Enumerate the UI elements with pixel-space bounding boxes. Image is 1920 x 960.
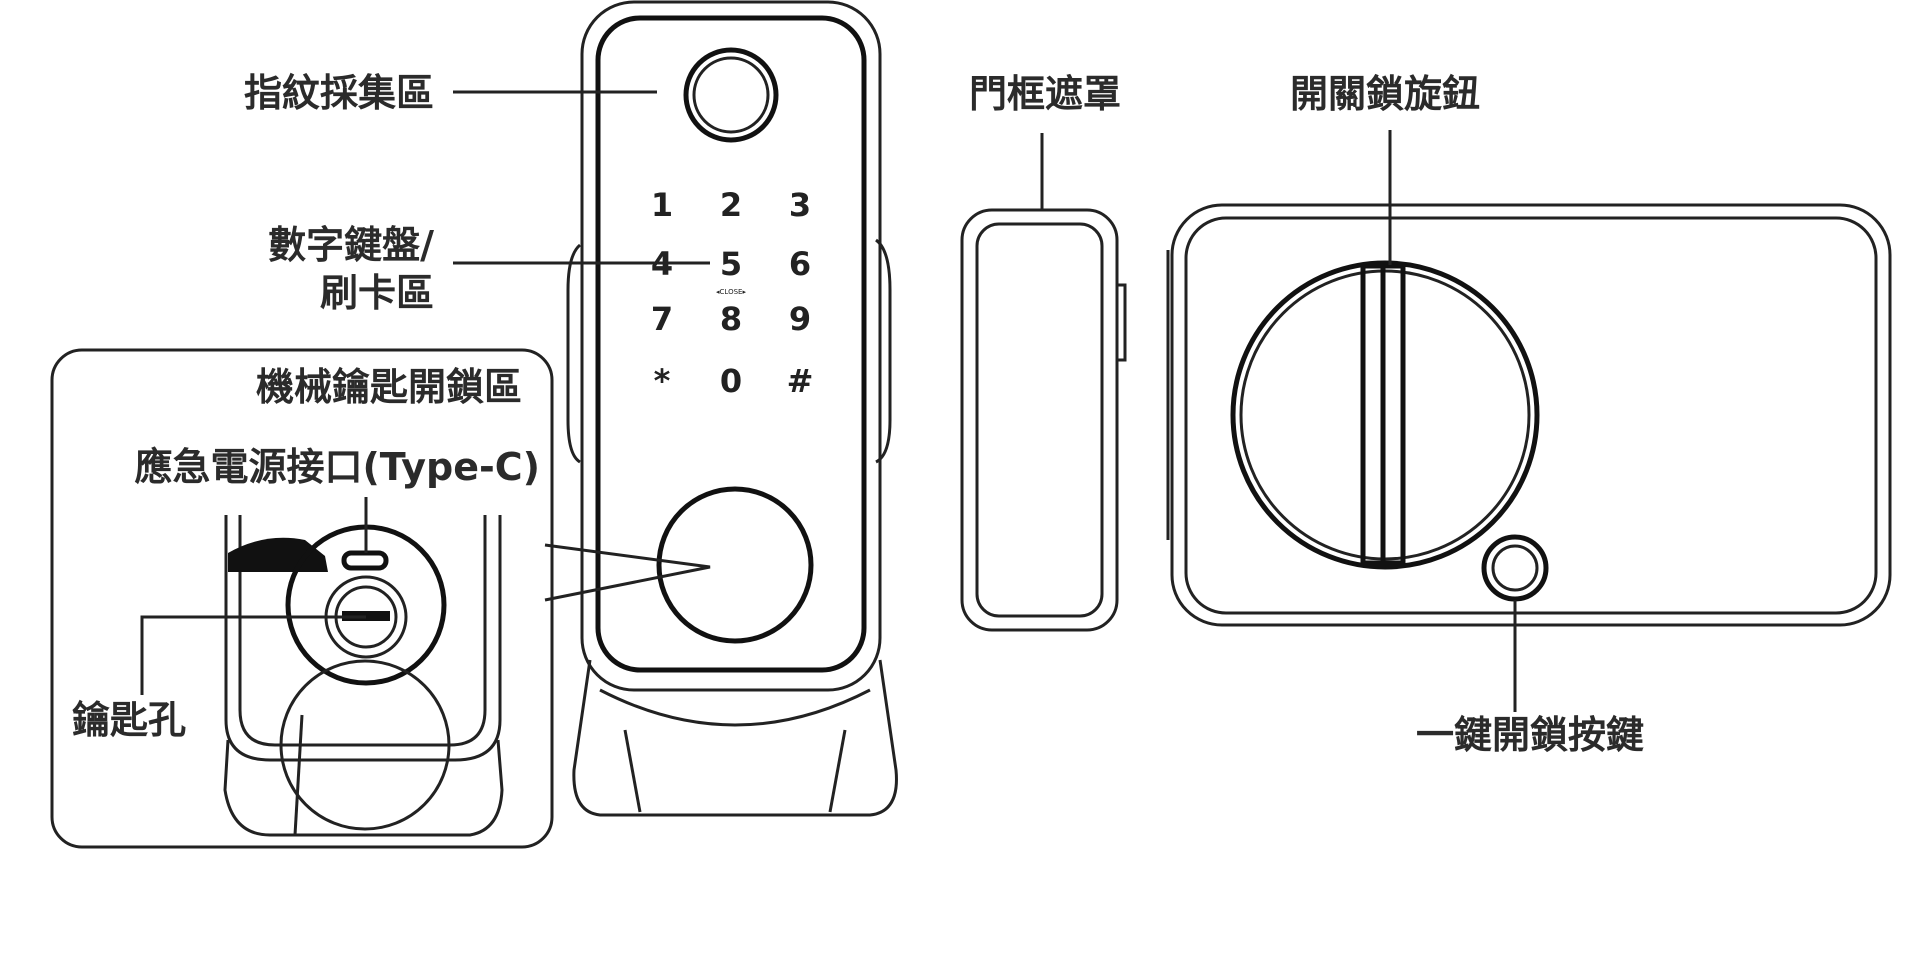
key-8: 8 — [720, 300, 742, 338]
key-5-marker: ◂CLOSE▸ — [716, 288, 746, 296]
fingerprint-sensor — [683, 47, 779, 143]
front-panel: 1 2 3 4 5 6 ◂CLOSE▸ 7 8 9 * 0 # — [566, 0, 898, 817]
keypad: 1 2 3 4 5 6 ◂CLOSE▸ 7 8 9 * 0 # — [651, 186, 814, 400]
key-star: * — [654, 362, 671, 400]
label-mechanical-key-area: 機械鑰匙開鎖區 — [256, 365, 522, 409]
type-c-port — [341, 550, 389, 571]
label-one-touch-unlock-button: 一鍵開鎖按鍵 — [1416, 713, 1644, 757]
label-keyhole: 鑰匙孔 — [72, 698, 186, 742]
key-2: 2 — [720, 186, 742, 224]
labels: 指紋採集區 數字鍵盤/ 刷卡區 機械鑰匙開鎖區 應急電源接口(Type-C) 鑰… — [72, 71, 1644, 757]
label-keypad-line1: 數字鍵盤/ — [268, 223, 434, 267]
key-3: 3 — [789, 186, 811, 224]
label-door-frame-cover: 門框遮罩 — [969, 72, 1121, 116]
front-knob — [656, 486, 814, 644]
key-0: 0 — [720, 362, 742, 400]
one-touch-unlock-button — [1481, 534, 1549, 602]
key-7: 7 — [651, 300, 673, 338]
key-hash: # — [787, 362, 814, 400]
key-area-inset — [50, 348, 711, 849]
label-fingerprint-area: 指紋採集區 — [244, 71, 434, 115]
key-1: 1 — [651, 186, 673, 224]
leader-lines — [140, 90, 1517, 712]
key-5: 5 — [720, 245, 742, 283]
key-6: 6 — [789, 245, 811, 283]
lock-knob — [1230, 260, 1540, 570]
label-emergency-power-port: 應急電源接口(Type-C) — [134, 445, 540, 489]
key-9: 9 — [789, 300, 811, 338]
back-unit — [1166, 203, 1892, 627]
label-lock-knob: 開關鎖旋鈕 — [1290, 72, 1480, 116]
label-keypad-line2: 刷卡區 — [320, 271, 434, 315]
door-frame-cover — [960, 208, 1127, 632]
